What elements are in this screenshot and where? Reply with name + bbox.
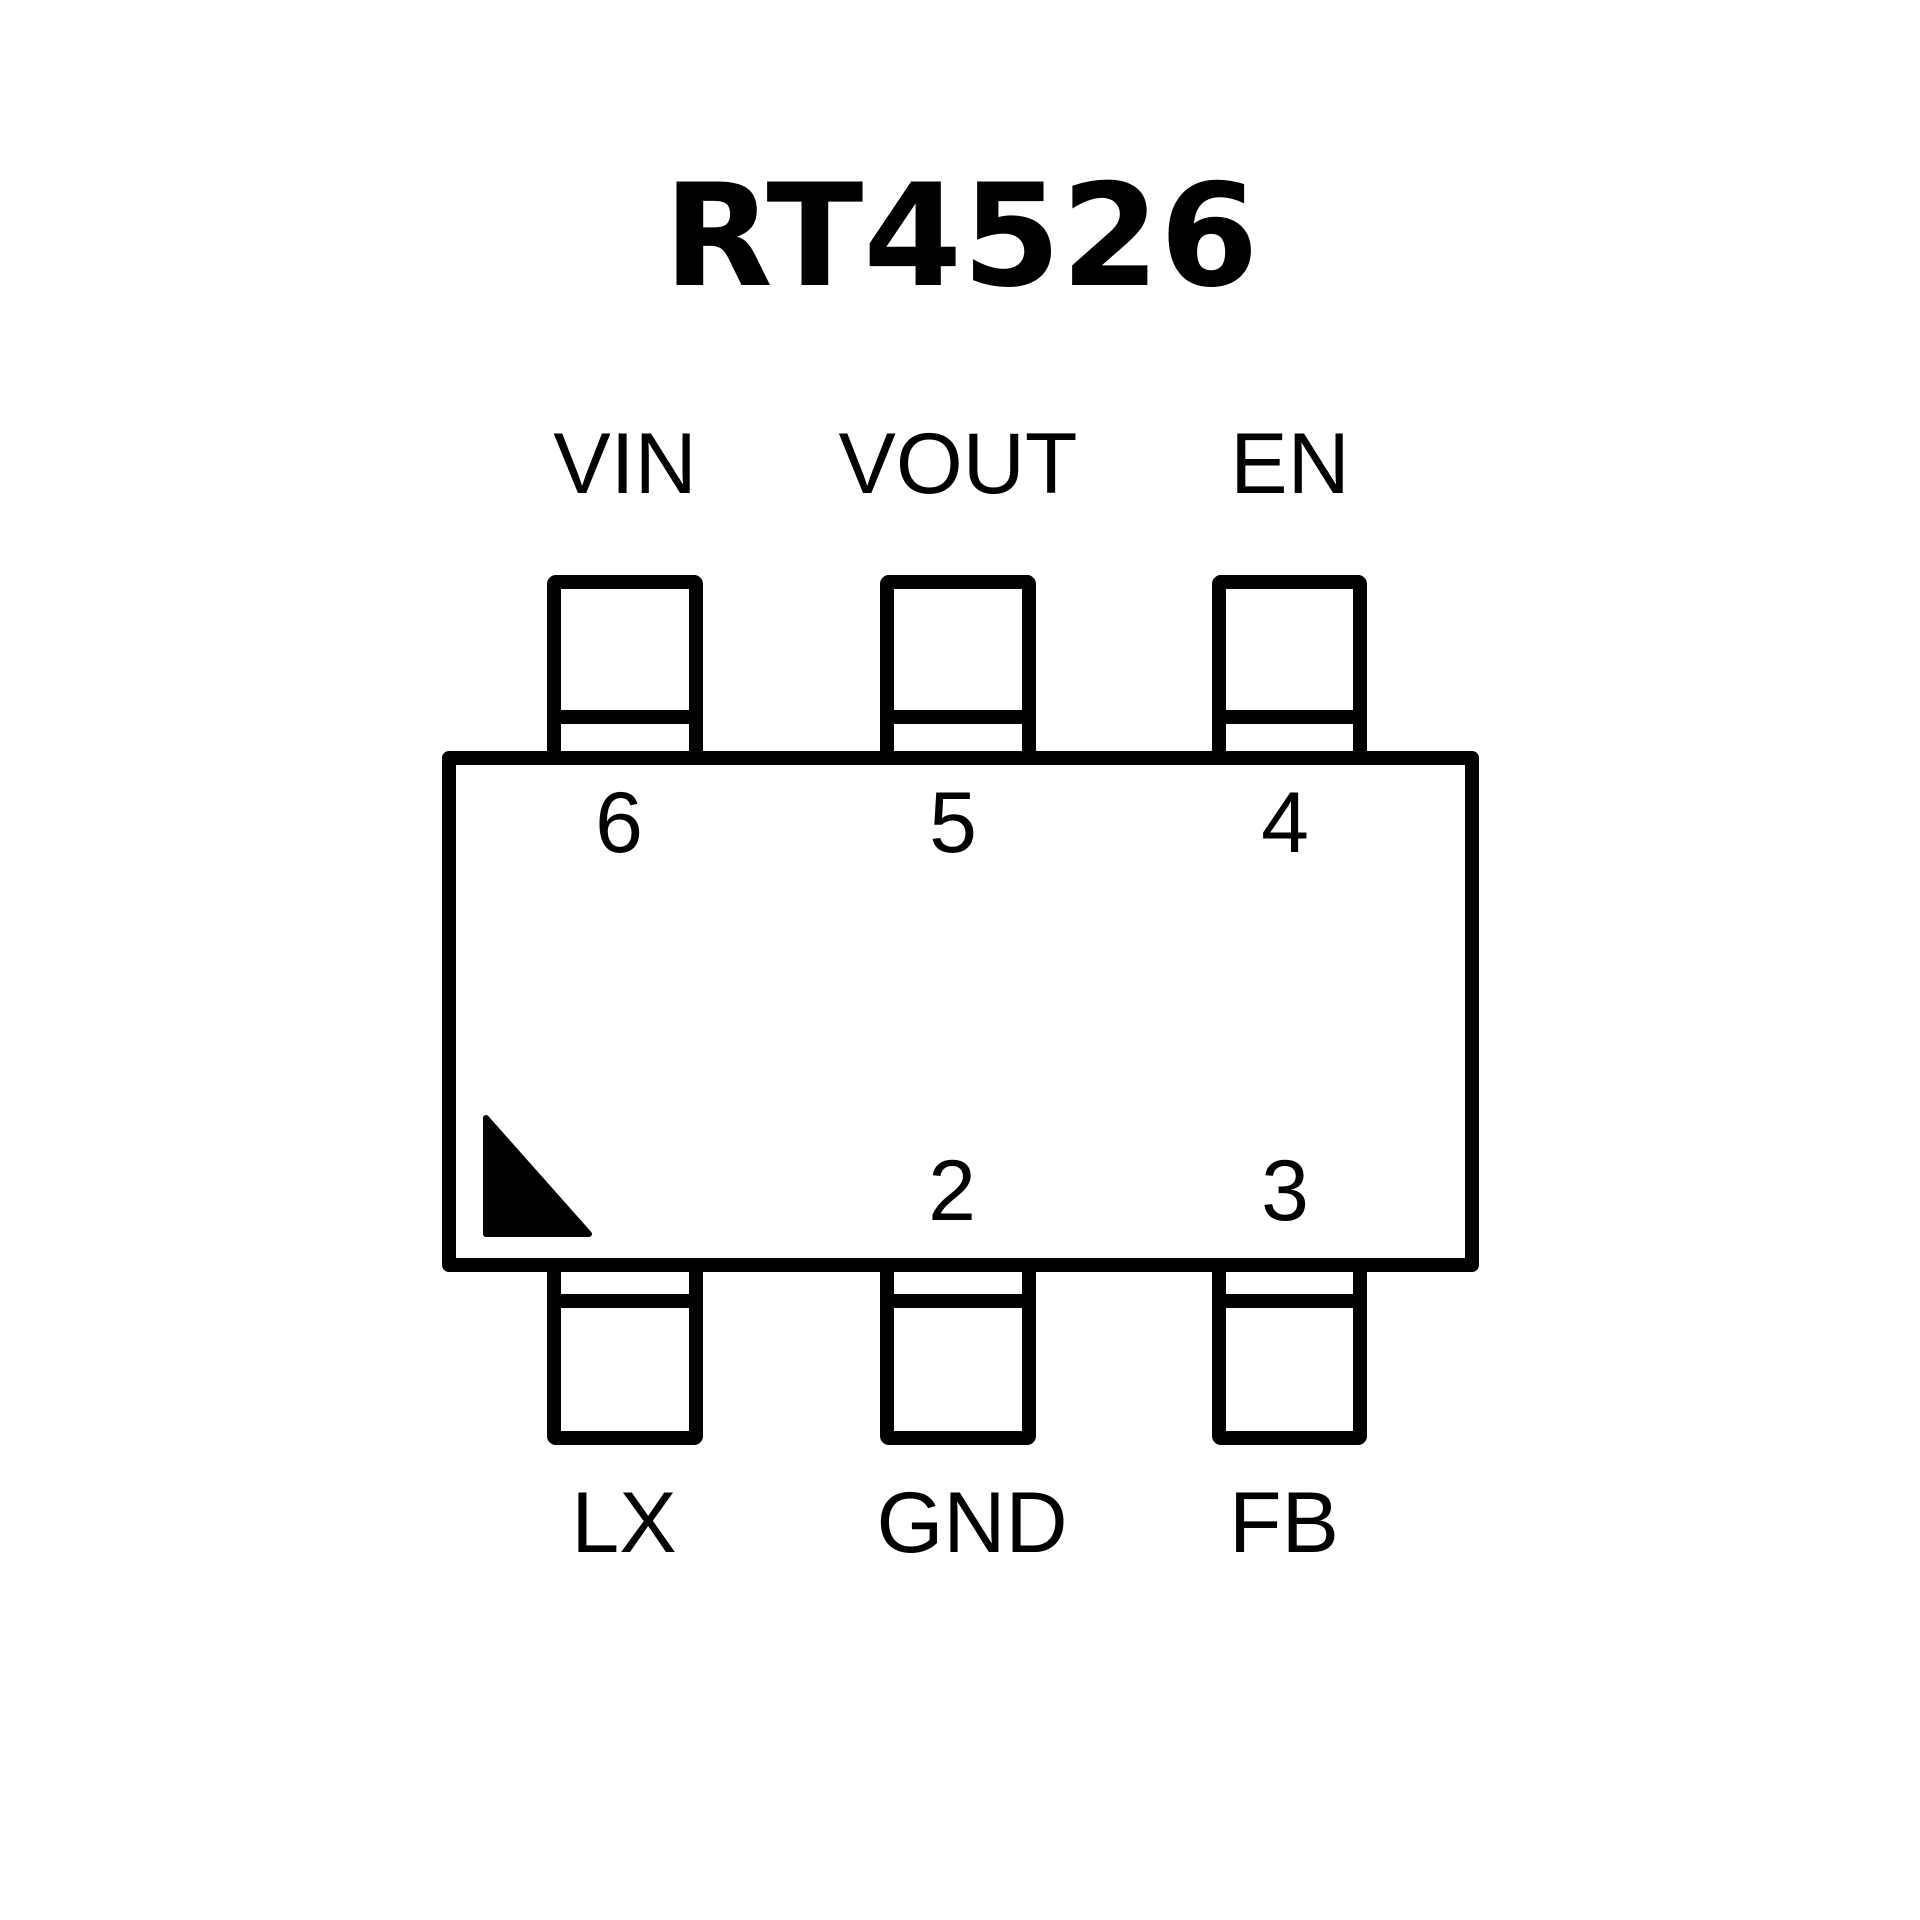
pin1-marker-triangle-icon xyxy=(483,1115,592,1237)
package-body-fill xyxy=(449,765,1472,1258)
pin-label-vout: VOUT xyxy=(839,416,1078,512)
pin-2-lead xyxy=(880,1258,1036,1445)
pin-label-lx: LX xyxy=(571,1475,676,1571)
pin-4-lead xyxy=(1212,575,1367,765)
pin-number-6: 6 xyxy=(595,775,643,871)
pin-3-lead xyxy=(1212,1258,1367,1445)
pin-5-lead xyxy=(880,575,1036,765)
pin-1-lead xyxy=(547,1258,703,1445)
pin-label-vin: VIN xyxy=(553,416,696,512)
pin-number-3: 3 xyxy=(1261,1143,1309,1239)
pin-label-fb: FB xyxy=(1229,1475,1339,1571)
pin-number-2: 2 xyxy=(928,1143,976,1239)
pin-number-5: 5 xyxy=(929,775,977,871)
package-body xyxy=(442,751,1479,1272)
pin-label-en: EN xyxy=(1230,416,1349,512)
pin-6-lead xyxy=(547,575,703,765)
chip-title: RT4526 xyxy=(663,154,1258,319)
pin-label-gnd: GND xyxy=(876,1475,1067,1571)
pin-number-4: 4 xyxy=(1261,775,1309,871)
